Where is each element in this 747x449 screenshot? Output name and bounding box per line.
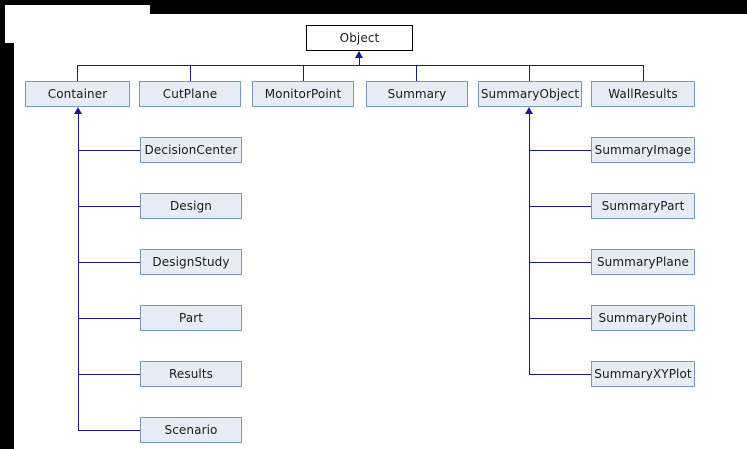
connector-branch-decisioncenter xyxy=(78,150,140,151)
connector-summaryobject-trunk xyxy=(529,113,530,374)
frame-band-top-left xyxy=(0,0,150,5)
connector-container-trunk xyxy=(78,113,79,430)
connector-branch-part xyxy=(78,318,140,319)
class-node-decisioncenter[interactable]: DecisionCenter xyxy=(140,137,242,163)
class-node-label: SummaryXYPlot xyxy=(594,367,692,381)
connector-branch-designstudy xyxy=(78,262,140,263)
connector-branch-scenario xyxy=(78,430,140,431)
connector-drop-summaryobject xyxy=(529,65,530,81)
class-node-label: WallResults xyxy=(608,87,678,101)
connector-branch-summaryxyplot xyxy=(529,374,591,375)
class-node-summaryobject[interactable]: SummaryObject xyxy=(478,81,582,107)
class-node-object[interactable]: Object xyxy=(306,25,413,51)
class-node-designstudy[interactable]: DesignStudy xyxy=(140,249,242,275)
frame-band-left-thin xyxy=(0,0,5,43)
class-node-cutplane[interactable]: CutPlane xyxy=(139,81,241,107)
frame-band-left-thick xyxy=(0,43,14,449)
class-node-scenario[interactable]: Scenario xyxy=(140,417,242,443)
class-node-label: Summary xyxy=(387,87,447,101)
arrowhead-to-summaryobject xyxy=(525,107,533,114)
connector-level1-bus xyxy=(77,65,644,66)
connector-drop-cutplane xyxy=(190,65,191,81)
class-node-summaryimage[interactable]: SummaryImage xyxy=(591,137,695,163)
class-node-results[interactable]: Results xyxy=(140,361,242,387)
connector-branch-summaryplane xyxy=(529,262,591,263)
arrowhead-to-container xyxy=(74,107,82,114)
connector-object-stem xyxy=(359,52,360,65)
class-node-summarypoint[interactable]: SummaryPoint xyxy=(591,305,695,331)
arrowhead-to-object xyxy=(355,51,363,58)
class-node-label: SummaryPart xyxy=(601,199,685,213)
class-node-label: SummaryPlane xyxy=(596,255,690,269)
class-node-design[interactable]: Design xyxy=(140,193,242,219)
class-node-label: Object xyxy=(339,31,380,45)
class-node-label: Part xyxy=(178,311,204,325)
class-node-label: SummaryObject xyxy=(480,87,580,101)
class-node-label: Results xyxy=(168,367,214,381)
connector-branch-design xyxy=(78,206,140,207)
class-node-label: Scenario xyxy=(164,423,218,437)
frame-band-top-right xyxy=(150,0,747,14)
class-node-monitorpoint[interactable]: MonitorPoint xyxy=(252,81,354,107)
class-node-summary[interactable]: Summary xyxy=(366,81,468,107)
class-node-container[interactable]: Container xyxy=(25,81,130,107)
connector-drop-monitorpoint xyxy=(303,65,304,81)
class-node-summarypart[interactable]: SummaryPart xyxy=(591,193,695,219)
connector-branch-summarypoint xyxy=(529,318,591,319)
class-node-part[interactable]: Part xyxy=(140,305,242,331)
class-node-label: MonitorPoint xyxy=(264,87,342,101)
connector-branch-results xyxy=(78,374,140,375)
connector-drop-summary xyxy=(416,65,417,81)
class-node-label: SummaryImage xyxy=(594,143,692,157)
connector-branch-summarypart xyxy=(529,206,591,207)
class-node-label: CutPlane xyxy=(162,87,218,101)
class-node-label: DecisionCenter xyxy=(144,143,238,157)
class-node-summaryxyplot[interactable]: SummaryXYPlot xyxy=(591,361,695,387)
class-node-label: DesignStudy xyxy=(152,255,230,269)
class-node-wallresults[interactable]: WallResults xyxy=(591,81,695,107)
connector-drop-container xyxy=(77,65,78,81)
class-node-label: SummaryPoint xyxy=(598,311,688,325)
class-node-label: Design xyxy=(169,199,213,213)
connector-drop-wallresults xyxy=(643,65,644,81)
class-node-summaryplane[interactable]: SummaryPlane xyxy=(591,249,695,275)
connector-branch-summaryimage xyxy=(529,150,591,151)
class-node-label: Container xyxy=(47,87,108,101)
